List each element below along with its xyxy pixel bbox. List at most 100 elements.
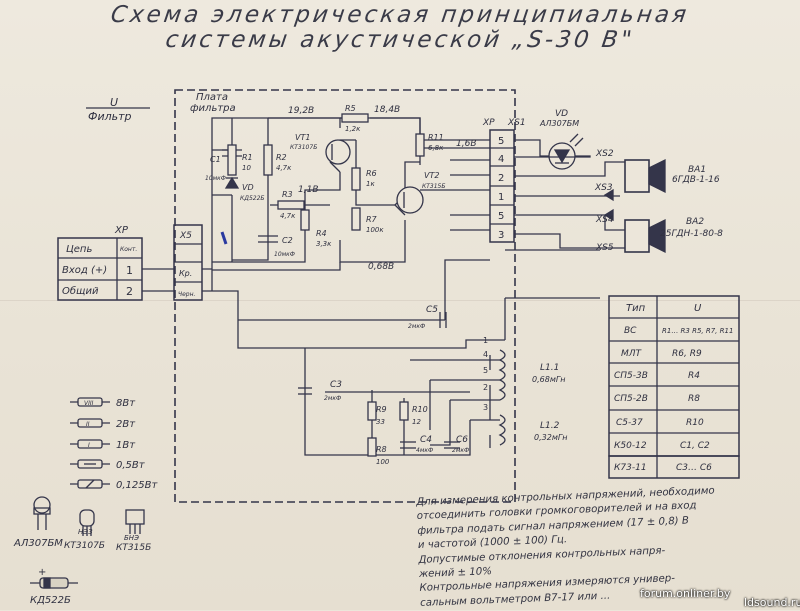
svg-text:К50-12: К50-12 — [614, 441, 647, 451]
svg-text:R2: R2 — [276, 153, 287, 162]
capacitor-c6: C6 2мкФ — [444, 435, 469, 454]
capacitor-c3: C3 2мкФ — [298, 380, 342, 402]
input-row-2-name: Общий — [62, 285, 99, 297]
svg-text:+: + — [38, 567, 46, 578]
svg-text:КТ315Б: КТ315Б — [116, 543, 151, 553]
svg-text:33: 33 — [376, 418, 385, 426]
diode-kd522-pinout: + КД522Б — [30, 567, 78, 606]
svg-text:3,3к: 3,3к — [316, 240, 332, 248]
svg-text:4мкФ: 4мкФ — [416, 447, 433, 454]
resistor-r8: R8 100 — [367, 437, 390, 466]
filter-name: Фильтр — [88, 110, 132, 123]
ink-mark — [220, 231, 228, 245]
capacitor-c4: C4 4мкФ — [400, 435, 433, 454]
svg-text:0,32мГн: 0,32мГн — [534, 433, 568, 442]
types-header-type: Тип — [626, 303, 646, 314]
xs4-label: XS4 — [595, 215, 614, 225]
svg-text:1Вт: 1Вт — [116, 440, 136, 451]
svg-text:VT2: VT2 — [424, 171, 439, 180]
board-label-2: фильтра — [190, 103, 236, 114]
svg-text:R8: R8 — [376, 445, 387, 454]
svg-text:VIII: VIII — [84, 400, 94, 407]
transistor-vt1: VT1 КТ3107Б — [290, 133, 351, 165]
resistor-r3: R3 4,7к — [277, 190, 305, 220]
xs1-connector: 5 4 2 1 5 3 XP XS1 — [482, 118, 526, 243]
resistor-r7: R7 100к — [351, 207, 384, 234]
voltage-label-1: 19,2В — [288, 106, 314, 116]
svg-text:АЛ307БМ: АЛ307БМ — [539, 119, 579, 128]
svg-text:R6, R9: R6, R9 — [672, 349, 702, 359]
svg-text:C5: C5 — [426, 305, 438, 315]
resistor-r11: R11 6,8к — [415, 133, 444, 157]
svg-text:100к: 100к — [366, 226, 384, 234]
svg-text:C4: C4 — [420, 435, 432, 445]
voltage-label-5: 0,68В — [368, 262, 394, 272]
svg-text:R1… R3 R5, R7, R11: R1… R3 R5, R7, R11 — [662, 327, 733, 335]
svg-text:R4: R4 — [688, 371, 700, 381]
svg-text:8Вт: 8Вт — [116, 398, 136, 409]
svg-text:BA1: BA1 — [688, 165, 706, 175]
filter-board-outline — [174, 89, 516, 503]
svg-text:ВС: ВС — [624, 326, 637, 336]
input-connector-ref: XP — [114, 225, 129, 236]
svg-text:VT1: VT1 — [295, 133, 310, 142]
svg-text:СП5-3В: СП5-3В — [614, 371, 648, 381]
svg-text:4,7к: 4,7к — [276, 164, 292, 172]
resistor-r4: R4 3,3к — [300, 209, 332, 248]
x5-chern-label: Черн. — [178, 291, 196, 298]
xs1-pin-3: 2 — [498, 173, 504, 184]
types-header-pos: U — [694, 303, 702, 314]
diode-vd: VD КД522Б — [224, 176, 265, 202]
svg-text:0,125Вт: 0,125Вт — [116, 480, 158, 491]
svg-text:КТ3107Б: КТ3107Б — [290, 144, 317, 151]
xs5-label: XS5 — [595, 243, 614, 253]
speaker-ba1: BA1 6ГДВ-1-16 — [624, 158, 720, 194]
resistor-r6: R6 1к — [351, 167, 377, 191]
inductor-l1-1: L1.1 0,68мГн — [498, 349, 566, 401]
svg-text:КД522Б: КД522Б — [30, 595, 71, 606]
coil-tap-4: 2 — [483, 383, 488, 392]
voltage-label-2: 18,4В — [374, 105, 400, 115]
power-legend: VIII 8Вт II 2Вт I 1Вт 0,5Вт 0,125Вт — [70, 397, 158, 491]
svg-text:100: 100 — [376, 458, 390, 466]
transistor-vt2: VT2 КТ315Б — [396, 171, 446, 214]
svg-text:VD: VD — [555, 109, 568, 119]
svg-text:КТ3107Б: КТ3107Б — [64, 541, 105, 551]
svg-text:12: 12 — [412, 418, 421, 426]
svg-text:L1.1: L1.1 — [540, 363, 559, 373]
input-row-1-pin: 1 — [126, 264, 133, 277]
svg-text:R4: R4 — [316, 229, 327, 238]
svg-text:25ГДН-1-80-8: 25ГДН-1-80-8 — [660, 229, 723, 239]
voltage-label-3: 1,6В — [456, 139, 477, 149]
svg-text:I: I — [88, 442, 90, 449]
svg-text:C2: C2 — [282, 236, 293, 245]
input-row-1-name: Вход (+) — [62, 265, 107, 276]
board-label-1: Плата — [196, 92, 228, 103]
transistor-kt315-pinout: БНЭ КТ315Б — [116, 509, 151, 553]
svg-text:6ГДВ-1-16: 6ГДВ-1-16 — [672, 175, 720, 185]
svg-text:КД522Б: КД522Б — [240, 195, 265, 202]
svg-text:АЛ307БМ: АЛ307БМ — [13, 538, 63, 549]
speaker-ba2: BA2 25ГДН-1-80-8 — [624, 217, 723, 254]
coil-tap-2: 4 — [483, 350, 488, 359]
svg-text:10мкФ: 10мкФ — [274, 251, 295, 258]
svg-text:10мкФ: 10мкФ — [205, 175, 226, 182]
svg-text:R6: R6 — [366, 169, 377, 178]
svg-text:R1: R1 — [242, 153, 253, 162]
coil-tap-3: 5 — [483, 366, 488, 375]
input-header-contact: Конт. — [120, 246, 137, 253]
resistor-r1: R1 10 — [227, 144, 253, 176]
input-header-circuit: Цепь — [66, 244, 92, 255]
svg-text:R3: R3 — [282, 190, 293, 199]
types-row-7-cell — [608, 455, 740, 479]
svg-text:II: II — [86, 421, 90, 428]
svg-text:НЭЗ: НЭЗ — [78, 528, 93, 536]
resistor-r5: R5 1,2к — [341, 104, 369, 133]
xs1-pin-1: 5 — [498, 136, 504, 147]
watermark-forum: forum.onliner.by — [640, 587, 731, 600]
capacitor-c5: C5 2мкФ — [408, 305, 447, 330]
svg-text:L1.2: L1.2 — [540, 421, 560, 431]
voltage-label-4: 1,1В — [298, 185, 319, 195]
filter-number: U — [110, 96, 118, 109]
